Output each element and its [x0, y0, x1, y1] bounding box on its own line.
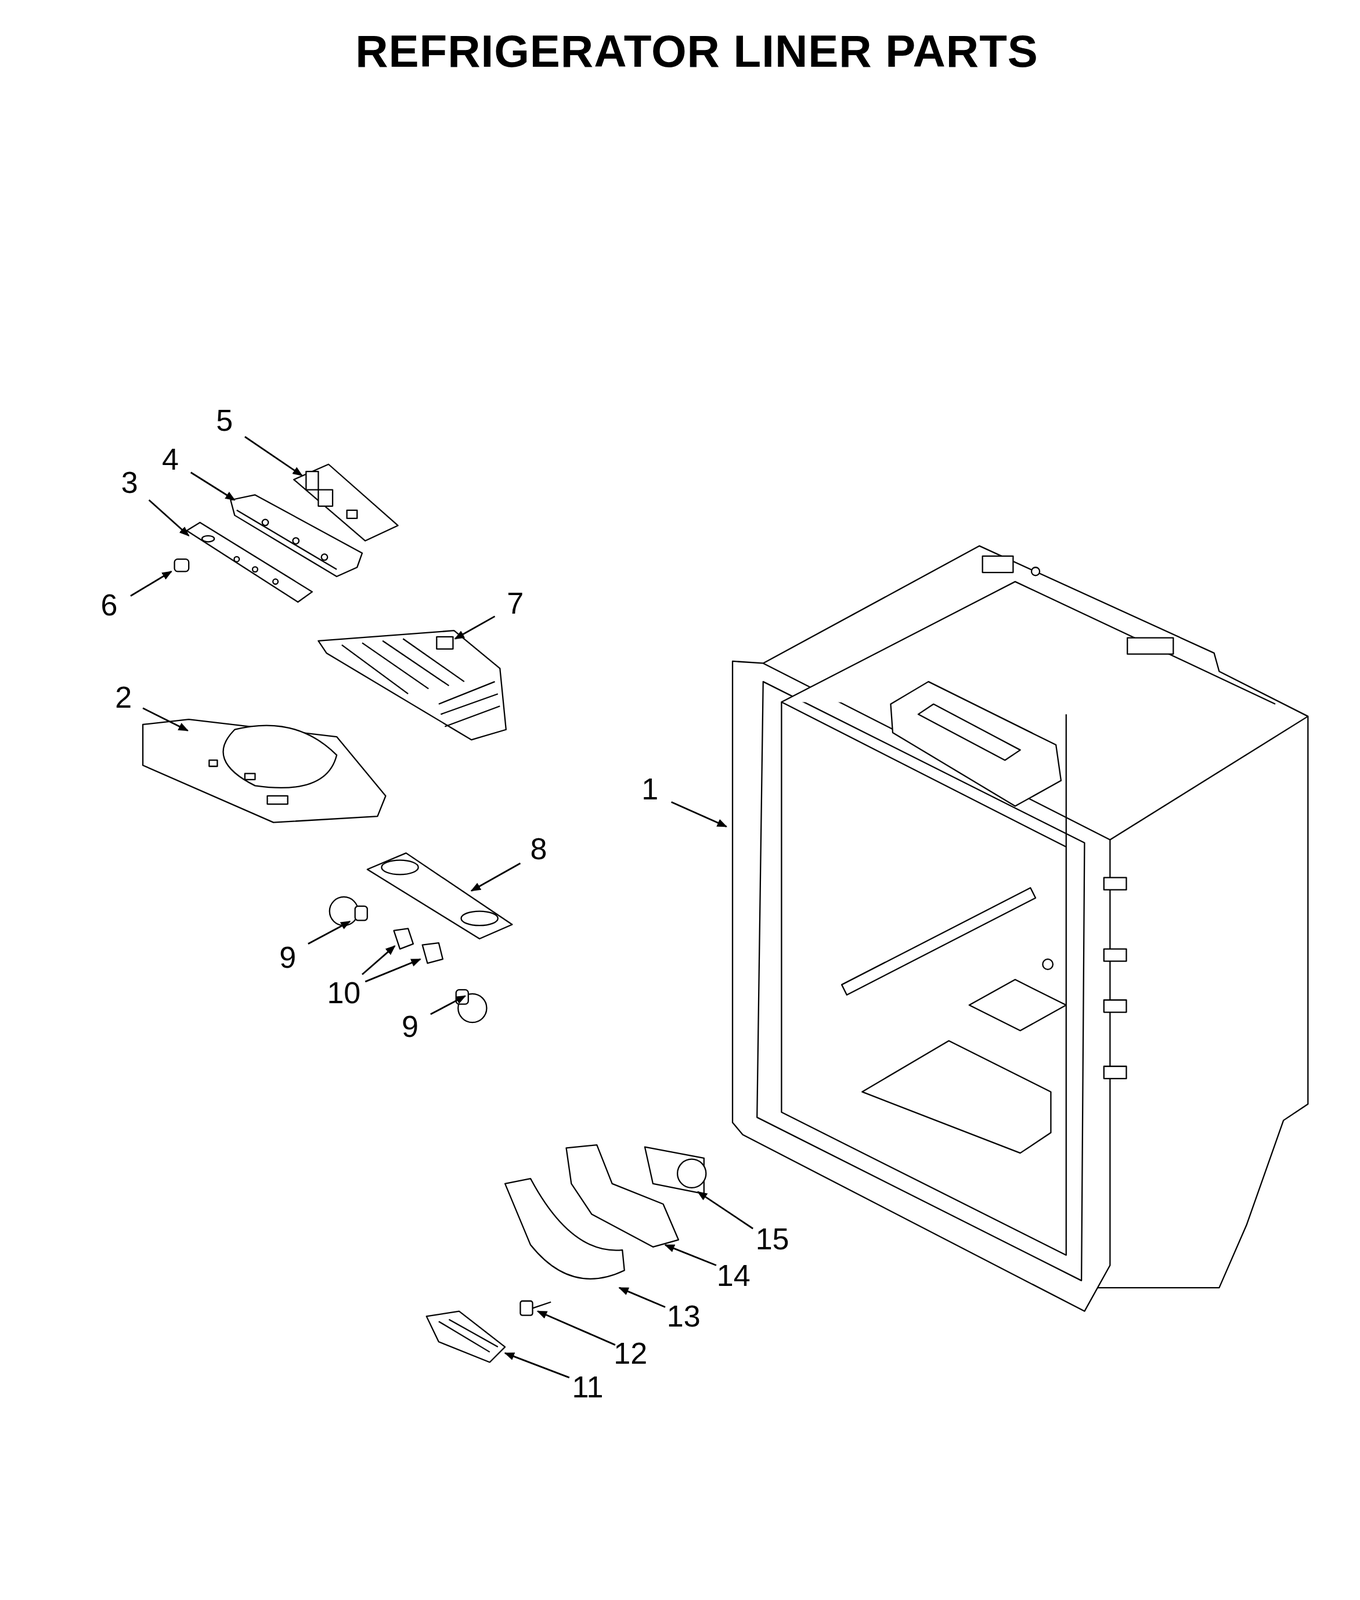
callout-number: 9 [399, 1009, 421, 1043]
callout-number: 7 [504, 586, 526, 620]
diagram-title: REFRIGERATOR LINER PARTS [355, 28, 1039, 74]
vent-cover-drawing [318, 630, 506, 740]
callout-number: 14 [714, 1259, 753, 1292]
light-cover-drawing [142, 719, 386, 823]
callout-number: 9 [276, 940, 299, 974]
callout-number: 15 [753, 1222, 792, 1255]
overlay-drawing [186, 522, 313, 602]
callout-number: 1 [639, 772, 661, 806]
callout-number: 2 [112, 680, 135, 714]
leader-lines [130, 436, 753, 1378]
callout-number: 8 [528, 832, 550, 865]
liner-drawing [732, 545, 1308, 1311]
duct-cover-drawing [504, 1178, 625, 1279]
callout-number: 5 [213, 403, 236, 437]
screw-drawing [520, 1300, 551, 1316]
duct-drawing [566, 1144, 679, 1247]
lamp-housing-drawing [367, 852, 513, 939]
grille-drawing [426, 1311, 505, 1363]
callout-number: 3 [118, 466, 141, 499]
knob-drawing [174, 558, 190, 572]
callout-number: 11 [569, 1370, 606, 1403]
callout-number: 13 [664, 1299, 703, 1333]
socket-drawing [393, 928, 443, 963]
callout-number: 4 [159, 442, 182, 476]
callout-number: 10 [324, 976, 363, 1009]
fan-drawing [644, 1146, 706, 1194]
callout-number: 6 [98, 588, 121, 622]
callout-number: 12 [611, 1336, 650, 1370]
